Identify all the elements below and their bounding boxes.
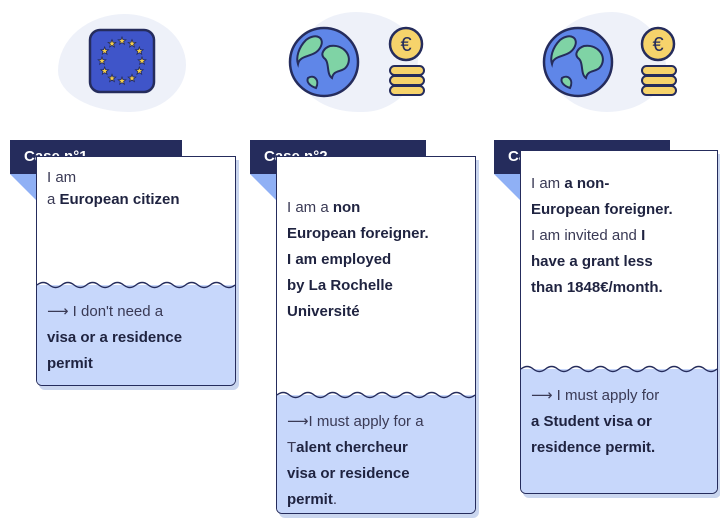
star-icon	[134, 45, 145, 56]
star-icon	[107, 38, 117, 48]
star-icon	[97, 55, 107, 66]
case-result: ⟶ I don't need a visa or a residence permi…	[37, 281, 235, 385]
case-result: ⟶ I must apply for a Student visa or resid…	[521, 365, 717, 493]
globe-and-coins-icon: €	[288, 26, 425, 98]
star-icon	[107, 73, 117, 83]
svg-text:€: €	[652, 34, 663, 56]
text-run: visa or residence	[287, 465, 410, 482]
eu-flag-icon	[88, 28, 156, 94]
text-run: permit	[287, 491, 333, 508]
text-run: I	[641, 227, 646, 244]
text-run: a non-	[564, 175, 610, 192]
text-run: ⟶ I don't need a	[47, 303, 164, 320]
case-result: ⟶I must apply for a Talent chercheur visa …	[277, 391, 475, 513]
star-icon	[117, 75, 127, 86]
text-run: alent chercheur	[296, 439, 408, 456]
text-run: than 1848€/month.	[531, 279, 663, 296]
case-card: I am a non- European foreigner. I am invit…	[520, 150, 718, 494]
star-icon	[99, 65, 110, 76]
wave-divider	[37, 281, 235, 289]
case-card: I am a European citizen ⟶ I don't need a v…	[36, 156, 236, 386]
text-run: a	[47, 191, 60, 208]
text-run: ⟶I must apply for a	[287, 413, 424, 430]
star-icon	[99, 45, 110, 56]
text-run: visa or a residence	[47, 329, 183, 346]
text-run: I am a	[287, 199, 333, 216]
wave-divider	[277, 391, 475, 399]
star-icon	[134, 65, 145, 76]
case-situation: I am a European citizen	[37, 157, 235, 211]
text-run: I am	[47, 169, 77, 186]
tab-fold	[10, 174, 36, 200]
globe-and-coins-icon: €	[542, 26, 677, 98]
tab-fold	[250, 174, 276, 200]
text-run: non	[332, 199, 361, 216]
wave-divider	[521, 365, 717, 373]
text-run: T	[287, 439, 297, 456]
text-run: European citizen	[59, 191, 180, 208]
text-run: have a grant less	[531, 253, 653, 270]
coin-stack: €	[640, 26, 677, 96]
text-run: by La Rochelle	[287, 277, 393, 294]
text-run: European foreigner.	[531, 201, 673, 218]
text-run: I am invited and	[531, 227, 642, 244]
tab-fold	[494, 174, 520, 200]
text-run: European foreigner.	[287, 225, 429, 242]
star-icon	[117, 35, 127, 46]
text-run: a Student visa or	[531, 413, 652, 430]
text-run: permit	[47, 355, 93, 372]
text-run: I am	[531, 175, 565, 192]
text-run: residence permit.	[531, 439, 656, 456]
star-icon	[127, 38, 137, 48]
case-situation: I am a non- European foreigner. I am invit…	[521, 161, 717, 301]
text-run: .	[332, 491, 338, 508]
text-run: ⟶ I must apply for	[531, 387, 660, 404]
text-run: Université	[287, 303, 360, 320]
text-run: I am employed	[287, 251, 392, 268]
star-icon	[137, 55, 147, 66]
coin-stack: €	[388, 26, 425, 96]
svg-text:€: €	[400, 34, 411, 56]
star-icon	[127, 73, 137, 83]
